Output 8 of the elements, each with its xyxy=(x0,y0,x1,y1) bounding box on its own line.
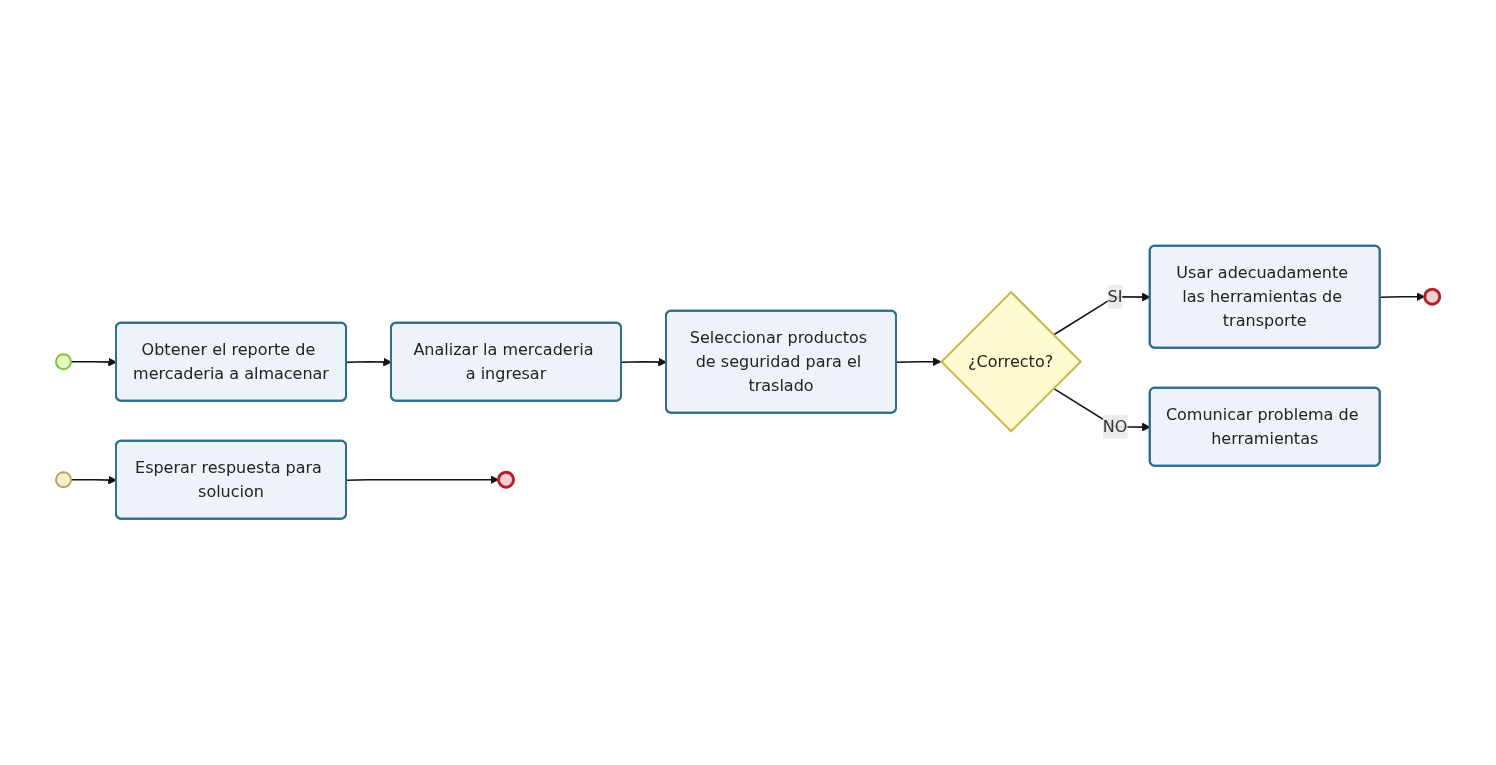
arrow xyxy=(1379,292,1426,302)
edge-label: SI xyxy=(1107,286,1123,306)
node-circle xyxy=(55,471,73,489)
node-circle xyxy=(55,353,73,371)
node-circle xyxy=(1423,288,1442,306)
node-diamond: ¿Correcto? xyxy=(940,291,1083,433)
edge-label: NO xyxy=(1102,416,1128,436)
node-circle xyxy=(497,471,516,489)
